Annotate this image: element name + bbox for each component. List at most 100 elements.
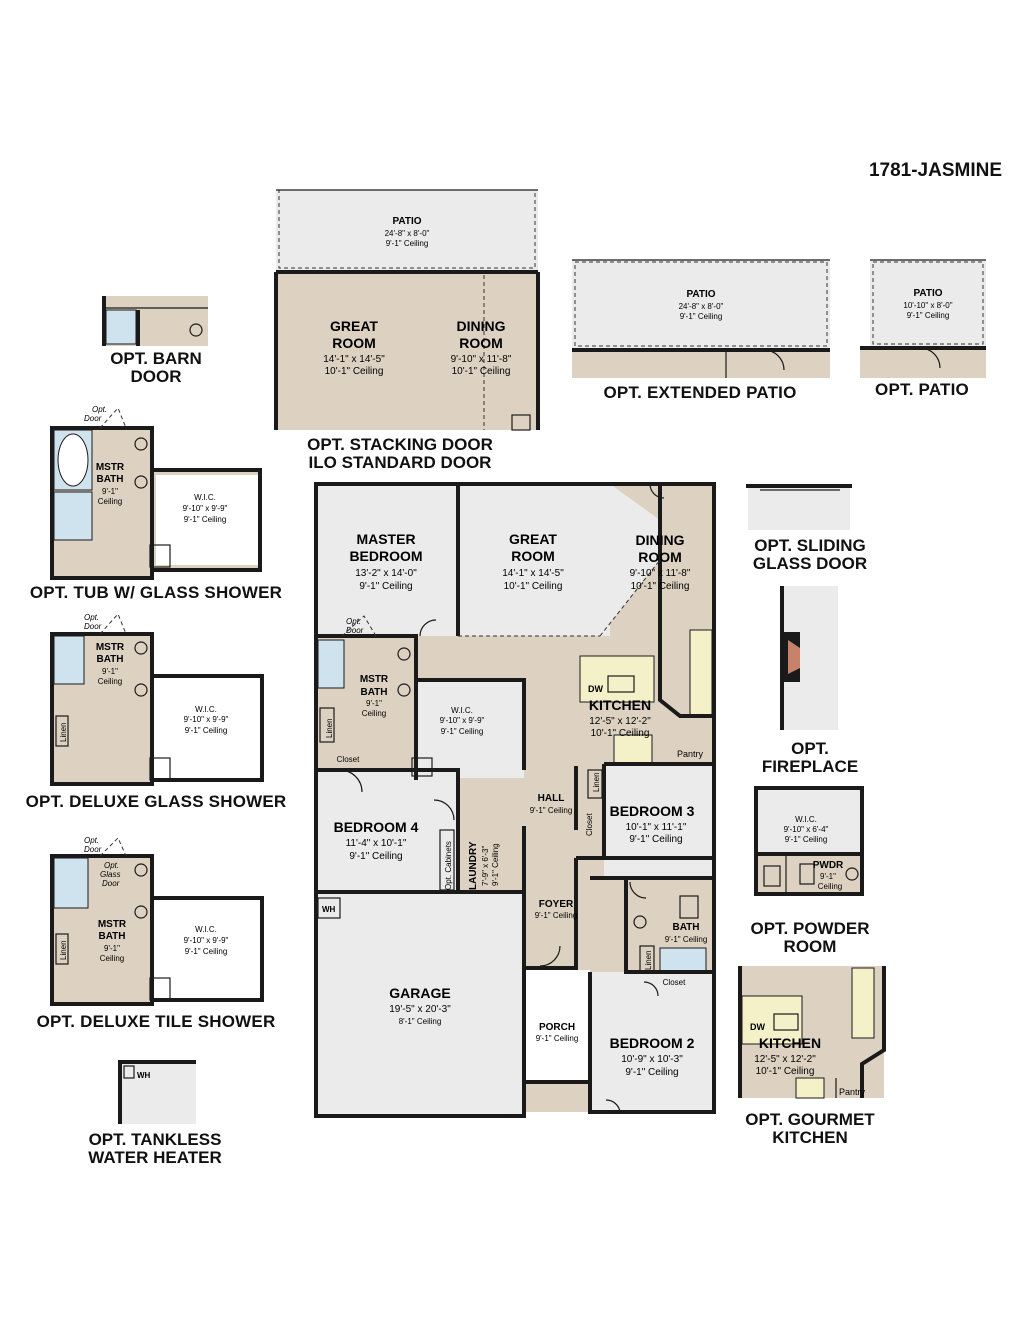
bath-name: BATH — [672, 922, 699, 933]
dgs-mstr-ceiling2: Ceiling — [98, 677, 122, 686]
bedroom2-dims: 10'-9" x 10'-3" — [621, 1054, 683, 1065]
dts-wic-name: W.I.C. — [195, 925, 217, 934]
gk-ceiling: 10'-1" Ceiling — [756, 1066, 815, 1077]
opt-tankless-group: WH — [118, 1060, 196, 1124]
ext-patio-dims: 24'-8" x 8'-0" — [679, 302, 724, 311]
water-heater: WH — [322, 905, 336, 914]
hall-name: HALL — [538, 793, 565, 804]
cap-tankless: OPT. TANKLESS WATER HEATER — [70, 1131, 240, 1167]
opt-barn-door-group — [102, 296, 208, 346]
wic-name: W.I.C. — [451, 706, 473, 715]
bedroom4-dims: 11'-4" x 10'-1" — [346, 838, 407, 849]
stacking-dining-room-ceiling: 10'-1" Ceiling — [452, 366, 511, 377]
cap-fireplace-line1: OPT. — [791, 739, 829, 758]
gk-pantry: Pantry — [839, 1087, 866, 1097]
dgs-linen: Linen — [59, 722, 68, 742]
pwdr-wic-ceiling: 9'-1" Ceiling — [785, 835, 828, 844]
cap-sliding-door-line1: OPT. SLIDING — [754, 536, 866, 555]
dts-opt-door2: Door — [84, 845, 102, 854]
cap-sliding-door: OPT. SLIDING GLASS DOOR — [740, 537, 880, 573]
bedroom4-ceiling: 9'-1" Ceiling — [349, 851, 402, 862]
kitchen-name: KITCHEN — [589, 697, 651, 713]
dts-mstr-ceiling2: Ceiling — [100, 954, 124, 963]
dining-room-dims: 9'-10" x 11'-8" — [630, 568, 691, 579]
cap-gourmet-kitchen: OPT. GOURMET KITCHEN — [736, 1111, 884, 1147]
kitchen-dw: DW — [588, 684, 603, 694]
gk-dw: DW — [750, 1022, 765, 1032]
mstr-bath-ceiling2: Ceiling — [362, 709, 386, 718]
cap-stacking-door-line1: OPT. STACKING DOOR — [307, 435, 493, 454]
dts-wic-ceiling: 9'-1" Ceiling — [185, 947, 228, 956]
master-bedroom-dims: 13'-2" x 14'-0" — [355, 568, 417, 579]
stacking-patio-dims: 24'-8" x 8'-0" — [385, 229, 430, 238]
laundry-ceiling: 9'-1" Ceiling — [491, 843, 500, 886]
cap-powder-room: OPT. POWDER ROOM — [740, 920, 880, 956]
mstr-bath-name1: MSTR — [360, 674, 389, 685]
tub-wic-ceiling: 9'-1" Ceiling — [184, 515, 227, 524]
bath-linen: Linen — [644, 950, 653, 970]
cap-gourmet-kitchen-line1: OPT. GOURMET — [745, 1110, 875, 1129]
bedroom2-closet: Closet — [663, 978, 686, 987]
opt-stacking-door-group: PATIO 24'-8" x 8'-0" 9'-1" Ceiling GREAT… — [274, 189, 540, 431]
cap-gourmet-kitchen-line2: KITCHEN — [772, 1128, 848, 1147]
foyer-name: FOYER — [539, 899, 574, 910]
laundry-name: LAUNDRY — [468, 841, 479, 890]
great-room-name1: GREAT — [509, 531, 557, 547]
pwdr-ceiling2: Ceiling — [818, 882, 842, 891]
foyer-ceiling: 9'-1" Ceiling — [535, 911, 578, 920]
dts-glass-door1: Opt. — [104, 861, 119, 870]
opt-extended-patio-group: PATIO 24'-8" x 8'-0" 9'-1" Ceiling — [572, 259, 830, 378]
tub-mstr-name2: BATH — [96, 474, 123, 485]
bedroom3-ceiling: 9'-1" Ceiling — [629, 834, 682, 845]
opt-deluxe-tile-shower-group: Opt. Door Opt. Glass Door Linen MSTR BAT… — [50, 836, 264, 1006]
opt-fireplace-group — [780, 586, 838, 730]
master-bedroom-ceiling: 9'-1" Ceiling — [359, 581, 412, 592]
wic-dims: 9'-10" x 9'-9" — [440, 716, 485, 725]
cap-barn-door-line1: OPT. BARN — [110, 349, 202, 368]
garage-ceiling: 8'-1" Ceiling — [399, 1017, 442, 1026]
dts-opt-door1: Opt. — [84, 836, 99, 845]
mstr-opt-door1: Opt. — [346, 617, 361, 626]
mstr-bath-ceiling1: 9'-1" — [366, 699, 382, 708]
cap-tankless-line1: OPT. TANKLESS — [88, 1130, 222, 1149]
cap-barn-door-line2: DOOR — [130, 367, 182, 386]
tub-wic-dims: 9'-10" x 9'-9" — [183, 504, 228, 513]
kitchen-dims: 12'-5" x 12'-2" — [589, 716, 651, 727]
dts-wic-dims: 9'-10" x 9'-9" — [184, 936, 229, 945]
main-floor-plan: MASTER BEDROOM 13'-2" x 14'-0" 9'-1" Cei… — [314, 482, 716, 1118]
kitchen-ceiling: 10'-1" Ceiling — [591, 728, 650, 739]
laundry-dims: 7'-9" x 6'-3" — [481, 846, 490, 886]
bedroom2-name: BEDROOM 2 — [610, 1035, 695, 1051]
cap-powder-room-line1: OPT. POWDER — [750, 919, 870, 938]
cap-fireplace-line2: FIREPLACE — [761, 757, 859, 776]
cap-opt-patio: OPT. PATIO — [875, 380, 969, 399]
tub-opt-door1: Opt. — [92, 405, 107, 414]
plan-title: 1781-JASMINE — [868, 160, 1002, 181]
stacking-great-room-name2: ROOM — [332, 335, 376, 351]
dgs-mstr-name1: MSTR — [96, 642, 125, 653]
cap-deluxe-tile-shower: OPT. DELUXE TILE SHOWER — [36, 1012, 276, 1031]
opt-gourmet-kitchen-group: DW KITCHEN 12'-5" x 12'-2" 10'-1" Ceilin… — [738, 966, 886, 1099]
master-bedroom-name1: MASTER — [356, 531, 415, 547]
gk-name: KITCHEN — [759, 1035, 821, 1051]
great-room-name2: ROOM — [511, 548, 555, 564]
great-room-ceiling: 10'-1" Ceiling — [504, 581, 563, 592]
master-bedroom-name2: BEDROOM — [349, 548, 422, 564]
dining-room-name1: DINING — [636, 532, 685, 548]
stacking-patio-name: PATIO — [392, 216, 421, 227]
cap-stacking-door: OPT. STACKING DOOR ILO STANDARD DOOR — [260, 436, 540, 472]
kitchen-pantry: Pantry — [677, 749, 704, 759]
cap-extended-patio: OPT. EXTENDED PATIO — [603, 383, 797, 402]
stacking-dining-room-name2: ROOM — [459, 335, 503, 351]
opt-powder-room-group: W.I.C. 9'-10" x 6'-4" 9'-1" Ceiling PWDR… — [754, 786, 864, 896]
cap-tankless-line2: WATER HEATER — [88, 1148, 222, 1167]
tub-mstr-ceiling1: 9'-1" — [102, 487, 118, 496]
pwdr-name: PWDR — [813, 860, 844, 871]
laundry-opt-cabinets: Opt. Cabinets — [444, 841, 453, 890]
stacking-dining-room-name1: DINING — [457, 318, 506, 334]
hall-ceiling: 9'-1" Ceiling — [530, 806, 573, 815]
opt-patio-group: PATIO 10'-10" x 8'-0" 9'-1" Ceiling — [860, 259, 986, 378]
dts-glass-door2: Glass — [100, 870, 120, 879]
cap-fireplace: OPT. FIREPLACE — [750, 740, 870, 776]
